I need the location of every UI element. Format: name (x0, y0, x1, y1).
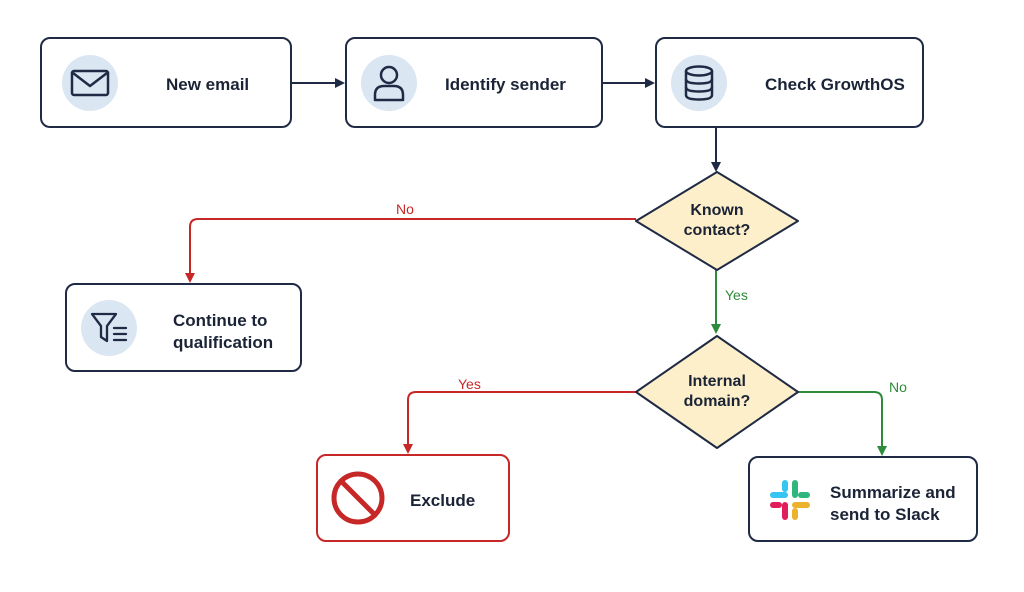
user-icon (361, 55, 417, 111)
decision-known-contact-shape (635, 171, 799, 271)
node-identify-sender-label: Identify sender (445, 75, 566, 94)
edge-internal-domain-yes (403, 391, 636, 454)
slack-icon (762, 472, 818, 528)
node-exclude-label: Exclude (410, 491, 476, 510)
prohibited-icon (330, 470, 386, 526)
node-exclude[interactable]: Exclude (316, 454, 510, 542)
node-check-growthos[interactable]: Check GrowthOS (655, 37, 924, 128)
edge-known-contact-no (185, 218, 636, 283)
node-new-email-label: New email (166, 75, 250, 94)
node-summarize-slack-line2: send to Slack (830, 505, 940, 524)
decision-internal-domain-shape (635, 335, 799, 449)
node-continue-qualification[interactable]: Continue to qualification (65, 283, 302, 372)
decision-internal-domain[interactable]: Internal domain? (634, 334, 800, 450)
envelope-icon (62, 55, 118, 111)
edge-label-internal-yes: Yes (458, 376, 481, 392)
node-continue-qualification-line1: Continue to (173, 311, 268, 330)
node-summarize-slack-line1: Summarize and (830, 483, 956, 502)
decision-known-contact[interactable]: Known contact? (634, 170, 800, 272)
edge-internal-domain-no (798, 391, 887, 456)
node-identify-sender[interactable]: Identify sender (345, 37, 603, 128)
node-continue-qualification-line2: qualification (173, 333, 274, 352)
filter-icon (81, 300, 137, 356)
edge-label-known-yes: Yes (725, 287, 748, 303)
edge-label-known-no: No (396, 201, 414, 217)
node-new-email[interactable]: New email (40, 37, 292, 128)
database-icon (671, 55, 727, 111)
node-check-growthos-label: Check GrowthOS (765, 75, 905, 94)
edge-label-internal-no: No (889, 379, 907, 395)
node-summarize-slack[interactable]: Summarize and send to Slack (748, 456, 978, 542)
